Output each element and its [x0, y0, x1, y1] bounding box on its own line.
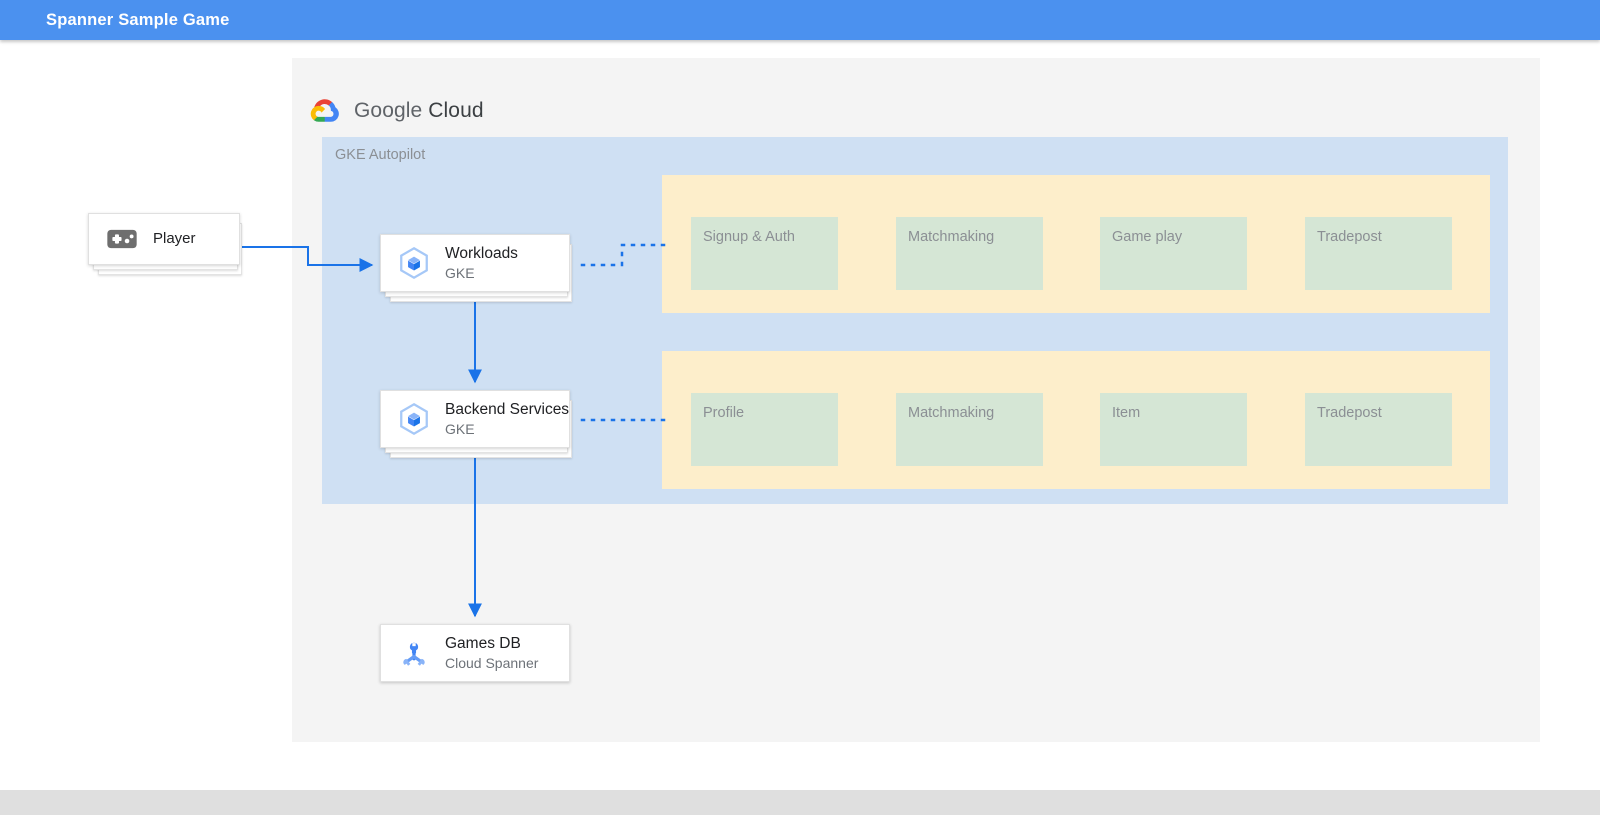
service-box: Tradepost: [1305, 217, 1452, 290]
service-box-label: Item: [1112, 405, 1141, 421]
service-box-label: Tradepost: [1317, 405, 1382, 421]
node-title: Player: [153, 230, 196, 248]
brand-word-google: Google: [354, 99, 423, 122]
gke-autopilot-zone-label: GKE Autopilot: [335, 147, 426, 163]
gamepad-icon: [105, 222, 139, 256]
node-title: Games DB: [445, 634, 521, 652]
cloud-spanner-icon: [397, 636, 431, 670]
node-backend-services[interactable]: Backend Services GKE: [380, 390, 572, 458]
service-box-label: Signup & Auth: [703, 229, 795, 245]
gke-cube-icon: [397, 402, 431, 436]
service-box: Item: [1100, 393, 1247, 466]
node-card[interactable]: Backend Services GKE: [380, 390, 570, 448]
node-card-text: Games DB Cloud Spanner: [445, 634, 538, 672]
google-cloud-logo-icon: [310, 96, 340, 126]
node-subtitle: GKE: [445, 420, 475, 437]
node-card-text: Backend Services GKE: [445, 400, 569, 438]
service-box-label: Matchmaking: [908, 229, 995, 245]
node-card-text: Player: [153, 229, 196, 248]
bottom-strip: [0, 790, 1600, 815]
service-box: Game play: [1100, 217, 1247, 290]
service-box-label: Matchmaking: [908, 405, 995, 421]
service-box-label: Tradepost: [1317, 229, 1382, 245]
node-workloads[interactable]: Workloads GKE: [380, 234, 572, 302]
node-subtitle: Cloud Spanner: [445, 654, 539, 671]
service-box: Matchmaking: [896, 217, 1043, 290]
service-box: Tradepost: [1305, 393, 1452, 466]
node-title: Backend Services: [445, 400, 570, 418]
service-group-workloads: Signup & Auth Matchmaking Game play Trad…: [662, 175, 1490, 313]
node-card-text: Workloads GKE: [445, 244, 518, 282]
architecture-diagram-panel: Google Cloud GKE Autopilot Signup & Auth…: [88, 58, 1540, 742]
service-box: Profile: [691, 393, 838, 466]
service-group-backend: Profile Matchmaking Item Tradepost: [662, 351, 1490, 489]
node-player[interactable]: Player: [88, 213, 242, 275]
node-subtitle: GKE: [445, 264, 475, 281]
google-cloud-wordmark: Google Cloud: [354, 96, 484, 126]
node-games-db[interactable]: Games DB Cloud Spanner: [380, 624, 570, 682]
service-box: Matchmaking: [896, 393, 1043, 466]
gke-cube-icon: [397, 246, 431, 280]
node-card[interactable]: Workloads GKE: [380, 234, 570, 292]
service-box-label: Game play: [1112, 229, 1183, 245]
service-box: Signup & Auth: [691, 217, 838, 290]
node-card[interactable]: Player: [88, 213, 240, 265]
page-title: Spanner Sample Game: [46, 11, 230, 29]
brand-word-cloud: Cloud: [428, 99, 484, 122]
node-title: Workloads: [445, 244, 518, 262]
node-card[interactable]: Games DB Cloud Spanner: [380, 624, 570, 682]
app-header-bar: Spanner Sample Game: [0, 0, 1600, 40]
service-box-label: Profile: [703, 405, 745, 421]
google-cloud-brand: Google Cloud: [310, 94, 484, 128]
